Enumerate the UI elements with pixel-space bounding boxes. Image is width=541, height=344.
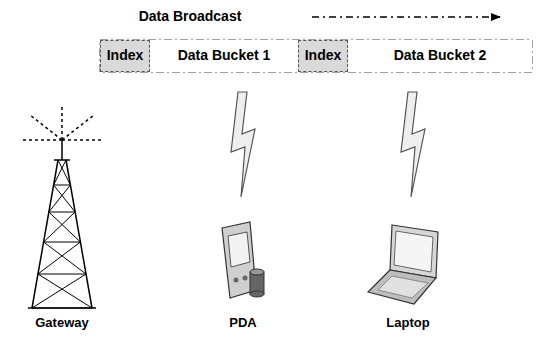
wireless-bolt <box>231 92 255 197</box>
cell-label: Index <box>107 48 144 63</box>
cell-label: Index <box>305 48 342 63</box>
data-bucket: Data Bucket 1 <box>150 40 298 72</box>
antenna-waves <box>22 105 102 140</box>
index-cell: Index <box>100 40 150 72</box>
diagram-title: Data Broadcast <box>139 9 242 24</box>
cell-label: Data Bucket 2 <box>394 48 487 63</box>
index-cell: Index <box>298 40 348 72</box>
tower-icon <box>28 140 96 308</box>
broadcast-band <box>100 40 532 72</box>
device-label: PDA <box>229 316 256 330</box>
device-label: Laptop <box>386 316 429 330</box>
pda-icon <box>222 222 264 298</box>
broadcast-arrow <box>312 16 500 17</box>
device-label: Gateway <box>35 316 88 330</box>
wireless-bolt <box>401 92 425 197</box>
data-bucket: Data Bucket 2 <box>348 40 532 72</box>
laptop-icon <box>368 225 438 304</box>
cell-label: Data Bucket 1 <box>178 48 271 63</box>
